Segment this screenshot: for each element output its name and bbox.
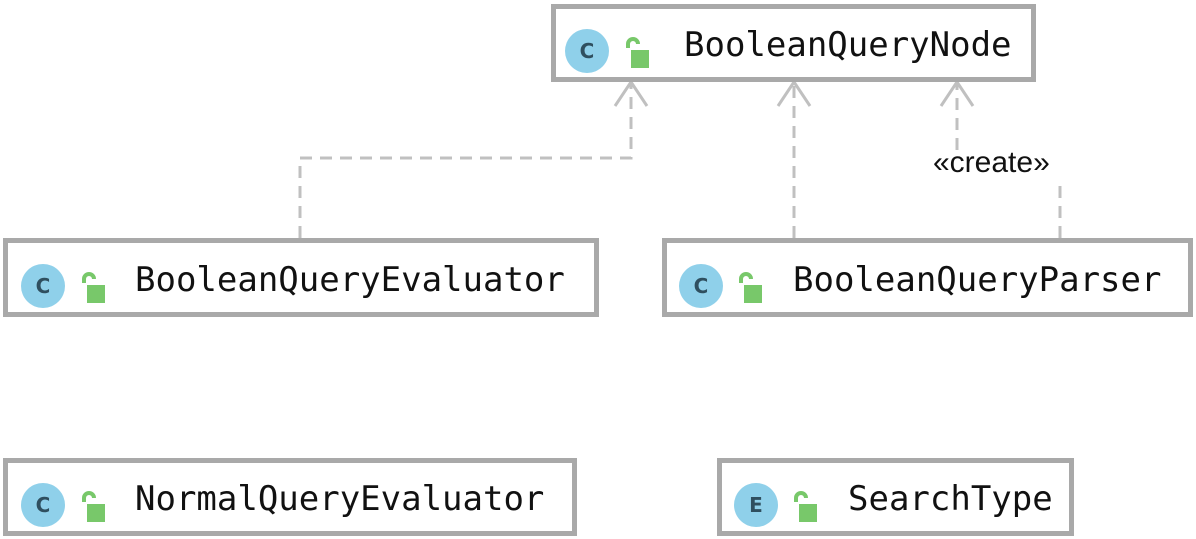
class-name: BooleanQueryParser (793, 260, 1162, 300)
edge-evaluator-to-node (298, 82, 633, 238)
class-icon: C (679, 264, 723, 308)
class-node-boolean-query-parser[interactable]: C BooleanQueryParser (662, 238, 1193, 317)
class-icon: C (21, 483, 65, 527)
unlocked-padlock-icon (82, 491, 105, 522)
class-name: NormalQueryEvaluator (135, 479, 545, 519)
unlocked-padlock-icon (626, 37, 649, 68)
class-node-boolean-query-node[interactable]: C BooleanQueryNode (551, 4, 1036, 82)
unlocked-padlock-icon (794, 491, 817, 522)
edge-label-create: «create» (933, 146, 1050, 179)
enum-node-search-type[interactable]: E SearchType (717, 458, 1074, 536)
arrowhead-evaluator-to-node (613, 79, 649, 107)
enum-icon: E (734, 483, 778, 527)
class-node-boolean-query-evaluator[interactable]: C BooleanQueryEvaluator (3, 238, 599, 317)
class-node-normal-query-evaluator[interactable]: C NormalQueryEvaluator (3, 458, 577, 536)
unlocked-padlock-icon (739, 272, 762, 303)
class-name: BooleanQueryEvaluator (135, 260, 565, 300)
class-icon: C (565, 29, 609, 73)
class-icon: C (21, 264, 65, 308)
enum-name: SearchType (848, 479, 1053, 519)
edge-parser-create-node (955, 82, 1062, 238)
arrowhead-parser-create-node (939, 79, 975, 107)
arrowhead-parser-to-node (776, 79, 812, 107)
class-name: BooleanQueryNode (684, 25, 1012, 65)
unlocked-padlock-icon (82, 272, 105, 303)
